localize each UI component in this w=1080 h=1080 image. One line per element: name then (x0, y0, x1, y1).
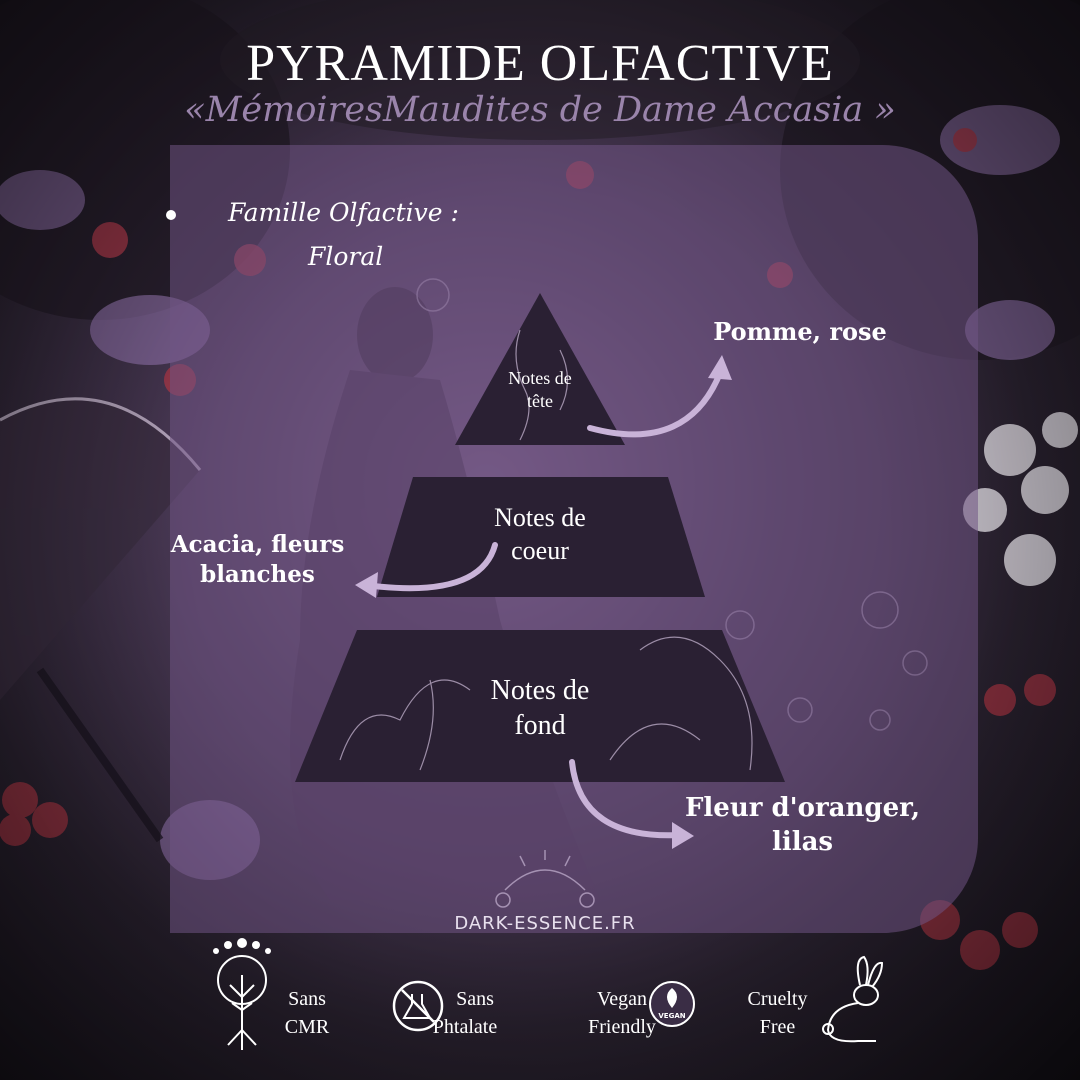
heart-notes-ingredients-line1: Acacia, fleurs (170, 531, 345, 558)
heart-notes-label-line1: Notes de (494, 503, 586, 532)
pyramid-tier-top (455, 293, 625, 445)
website-url: DARK-ESSENCE.FR (454, 913, 636, 934)
badge-sans-phtalate-line2: Phtalate (432, 1016, 498, 1038)
badge-vegan-friendly-line1: Vegan (597, 988, 647, 1010)
badge-sans-cmr-line2: CMR (284, 1016, 330, 1038)
top-notes-label: Notes de tête (480, 367, 600, 412)
badge-cruelty-free-line2: Free (759, 1016, 796, 1038)
top-notes-ingredients: Pomme, rose (700, 316, 900, 347)
base-notes-label-line2: fond (514, 710, 566, 741)
olfactive-family-label: Famille Olfactive : (228, 198, 459, 227)
arrowhead-middle (355, 572, 378, 598)
base-notes-ingredients-line2: lilas (771, 826, 834, 857)
page-title: PYRAMIDE OLFACTIVE (246, 35, 834, 92)
badge-sans-phtalate-line1: Sans (456, 988, 494, 1010)
arrow-base-notes (569, 759, 683, 839)
vegan-icon: VEGAN (649, 981, 695, 1027)
badge-sans-cmr: Sans CMR (272, 985, 342, 1041)
heart-notes-ingredients-line2: blanches (200, 560, 315, 588)
top-notes-label-line1: Notes de (508, 368, 572, 388)
base-notes-label: Notes de fond (440, 673, 640, 743)
page-subtitle: «MémoiresMaudites de Dame Accasia » (184, 90, 896, 130)
moon-phase-ornament-icon (495, 850, 595, 908)
arrowhead-base (672, 822, 694, 849)
base-notes-ingredients-line1: Fleur d'oranger, (684, 793, 921, 823)
badge-sans-phtalate: Sans Phtalate (410, 985, 520, 1041)
badge-cruelty-free: Cruelty Free (735, 985, 820, 1041)
rabbit-icon (822, 955, 884, 1043)
heart-notes-ingredients: Acacia, fleurs blanches (140, 530, 375, 590)
badge-cruelty-free-line1: Cruelty (747, 988, 808, 1010)
arrowhead-top (708, 355, 732, 380)
top-notes-ingredients-line1: Pomme, rose (713, 317, 887, 346)
pyramid-tier-middle (377, 477, 705, 597)
badge-sans-cmr-line1: Sans (288, 988, 326, 1010)
olfactive-family-value: Floral (308, 242, 384, 271)
badge-vegan-friendly: Vegan Friendly (572, 985, 672, 1041)
base-notes-ingredients: Fleur d'oranger, lilas (670, 792, 935, 860)
arrow-top-notes (587, 365, 725, 438)
no-phthalate-icon (392, 980, 444, 1032)
heart-notes-label-line2: coeur (511, 535, 569, 565)
badge-vegan-friendly-line2: Friendly (588, 1016, 656, 1038)
pyramid-tier-base (295, 630, 785, 782)
arrow-middle-notes (362, 542, 498, 592)
tree-of-life-icon (213, 938, 271, 1050)
base-notes-label-line1: Notes de (490, 675, 590, 706)
top-notes-label-line2: tête (527, 390, 553, 411)
heart-notes-label: Notes de coeur (440, 502, 640, 567)
vegan-icon-text: VEGAN (658, 1012, 685, 1020)
bullet-icon (166, 210, 176, 220)
